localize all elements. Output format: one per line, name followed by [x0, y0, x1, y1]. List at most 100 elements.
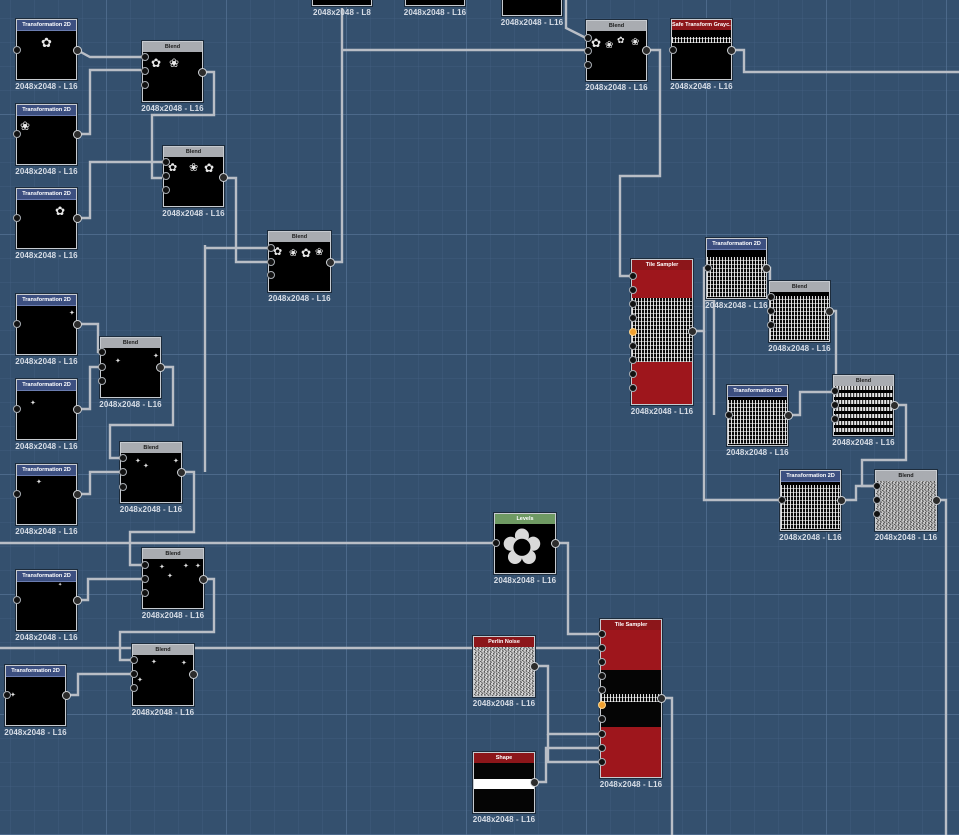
output-pin[interactable] — [889, 400, 899, 410]
input-pin[interactable] — [584, 47, 592, 55]
input-pin[interactable] — [13, 405, 21, 413]
levels-node[interactable]: Levels ✿ 2048x2048 - L16 — [494, 513, 556, 585]
blend-node-7[interactable]: Blend ✦ ✦ ✦ 2048x2048 - L16 — [132, 644, 194, 717]
transformation-2d-node-6[interactable]: Transformation 2D ✦ 2048x2048 - L16 — [15, 464, 78, 536]
blend-node-2[interactable]: Blend ✿ ❀ ✿ 2048x2048 - L16 — [162, 146, 225, 218]
input-pin[interactable] — [598, 730, 606, 738]
output-pin[interactable] — [197, 67, 207, 77]
blend-node-r3[interactable]: Blend 2048x2048 - L16 — [875, 470, 937, 542]
output-pin[interactable] — [72, 595, 82, 605]
input-pin[interactable] — [767, 307, 775, 315]
input-pin[interactable] — [130, 670, 138, 678]
input-pin[interactable] — [831, 415, 839, 423]
input-pin[interactable] — [725, 411, 733, 419]
blend-node-5[interactable]: Blend ✦ ✦ ✦ 2048x2048 - L16 — [120, 442, 182, 514]
input-pin[interactable] — [130, 656, 138, 664]
input-pin[interactable] — [629, 286, 637, 294]
input-pin[interactable] — [13, 130, 21, 138]
input-pin[interactable] — [873, 496, 881, 504]
input-pin-highlighted[interactable] — [598, 701, 606, 709]
blend-node-r1[interactable]: Blend 2048x2048 - L16 — [768, 281, 831, 353]
input-pin[interactable] — [873, 482, 881, 490]
input-pin[interactable] — [13, 46, 21, 54]
input-pin[interactable] — [629, 342, 637, 350]
safe-transform-node[interactable]: Safe Transform Grayc... 2048x2048 - L16 — [670, 19, 733, 91]
output-pin[interactable] — [176, 467, 186, 477]
transformation-2d-node-r3[interactable]: Transformation 2D 2048x2048 - L16 — [779, 470, 842, 542]
input-pin[interactable] — [267, 271, 275, 279]
input-pin[interactable] — [267, 258, 275, 266]
transformation-2d-node-5[interactable]: Transformation 2D ✦ 2048x2048 - L16 — [15, 379, 78, 451]
input-pin[interactable] — [598, 744, 606, 752]
blend-node-r2[interactable]: Blend 2048x2048 - L16 — [832, 375, 895, 447]
input-pin[interactable] — [629, 384, 637, 392]
input-pin[interactable] — [767, 321, 775, 329]
transformation-2d-node-4[interactable]: Transformation 2D ✦ 2048x2048 - L16 — [15, 294, 78, 366]
image-node-top-l16-b[interactable]: 2048x2048 - L16 — [501, 0, 563, 27]
output-pin[interactable] — [218, 172, 228, 182]
input-pin[interactable] — [704, 264, 712, 272]
input-pin[interactable] — [831, 387, 839, 395]
transformation-2d-node-3[interactable]: Transformation 2D ✿ 2048x2048 - L16 — [15, 188, 78, 260]
input-pin[interactable] — [162, 172, 170, 180]
input-pin[interactable] — [3, 691, 11, 699]
transformation-2d-node-8[interactable]: Transformation 2D ✦ 2048x2048 - L16 — [4, 665, 67, 737]
input-pin[interactable] — [130, 684, 138, 692]
image-node-top-l16-a[interactable]: 2048x2048 - L16 — [404, 0, 466, 17]
input-pin[interactable] — [598, 630, 606, 638]
input-pin[interactable] — [598, 715, 606, 723]
transformation-2d-node-2[interactable]: Transformation 2D ❀ 2048x2048 - L16 — [15, 104, 78, 176]
input-pin[interactable] — [13, 490, 21, 498]
output-pin[interactable] — [726, 45, 736, 55]
transformation-2d-node-r2[interactable]: Transformation 2D 2048x2048 - L16 — [726, 385, 789, 457]
output-pin[interactable] — [198, 574, 208, 584]
input-pin[interactable] — [141, 561, 149, 569]
image-node-top-l8[interactable]: 2048x2048 - L8 — [312, 0, 372, 17]
output-pin[interactable] — [72, 404, 82, 414]
input-pin[interactable] — [162, 186, 170, 194]
tile-sampler-node-2[interactable]: Tile Sampler 2048x2048 - L16 — [600, 619, 662, 789]
input-pin[interactable] — [141, 53, 149, 61]
output-pin[interactable] — [72, 213, 82, 223]
input-pin[interactable] — [584, 61, 592, 69]
input-pin[interactable] — [141, 589, 149, 597]
input-pin[interactable] — [98, 363, 106, 371]
perlin-noise-node[interactable]: Perlin Noise 2048x2048 - L16 — [473, 636, 535, 708]
output-pin[interactable] — [783, 410, 793, 420]
output-pin[interactable] — [641, 45, 651, 55]
output-pin[interactable] — [155, 362, 165, 372]
input-pin[interactable] — [584, 34, 592, 42]
input-pin[interactable] — [492, 539, 500, 547]
input-pin[interactable] — [767, 293, 775, 301]
blend-node-6[interactable]: Blend ✦ ✦ ✦ ✦ 2048x2048 - L16 — [142, 548, 204, 620]
transformation-2d-node-1[interactable]: Transformation 2D ✿ 2048x2048 - L16 — [15, 19, 78, 91]
input-pin[interactable] — [598, 672, 606, 680]
input-pin[interactable] — [119, 468, 127, 476]
input-pin[interactable] — [831, 401, 839, 409]
output-pin[interactable] — [529, 777, 539, 787]
output-pin[interactable] — [656, 693, 666, 703]
input-pin[interactable] — [141, 67, 149, 75]
input-pin[interactable] — [141, 575, 149, 583]
output-pin[interactable] — [72, 129, 82, 139]
output-pin[interactable] — [529, 661, 539, 671]
blend-node-top[interactable]: Blend ✿ ❀ ✿ ❀ 2048x2048 - L16 — [585, 20, 648, 92]
input-pin[interactable] — [13, 320, 21, 328]
input-pin[interactable] — [267, 244, 275, 252]
input-pin[interactable] — [598, 644, 606, 652]
tile-sampler-node-1[interactable]: Tile Sampler 2048x2048 - L16 — [631, 259, 693, 416]
output-pin[interactable] — [687, 326, 697, 336]
input-pin[interactable] — [873, 510, 881, 518]
input-pin[interactable] — [598, 758, 606, 766]
output-pin[interactable] — [61, 690, 71, 700]
output-pin[interactable] — [836, 495, 846, 505]
output-pin[interactable] — [931, 495, 941, 505]
input-pin[interactable] — [119, 454, 127, 462]
input-pin-highlighted[interactable] — [629, 328, 637, 336]
blend-node-4[interactable]: Blend ✦ ✦ 2048x2048 - L16 — [99, 337, 162, 409]
output-pin[interactable] — [325, 257, 335, 267]
input-pin[interactable] — [629, 272, 637, 280]
input-pin[interactable] — [629, 356, 637, 364]
transformation-2d-node-7[interactable]: Transformation 2D ✦ 2048x2048 - L16 — [15, 570, 78, 642]
input-pin[interactable] — [119, 483, 127, 491]
